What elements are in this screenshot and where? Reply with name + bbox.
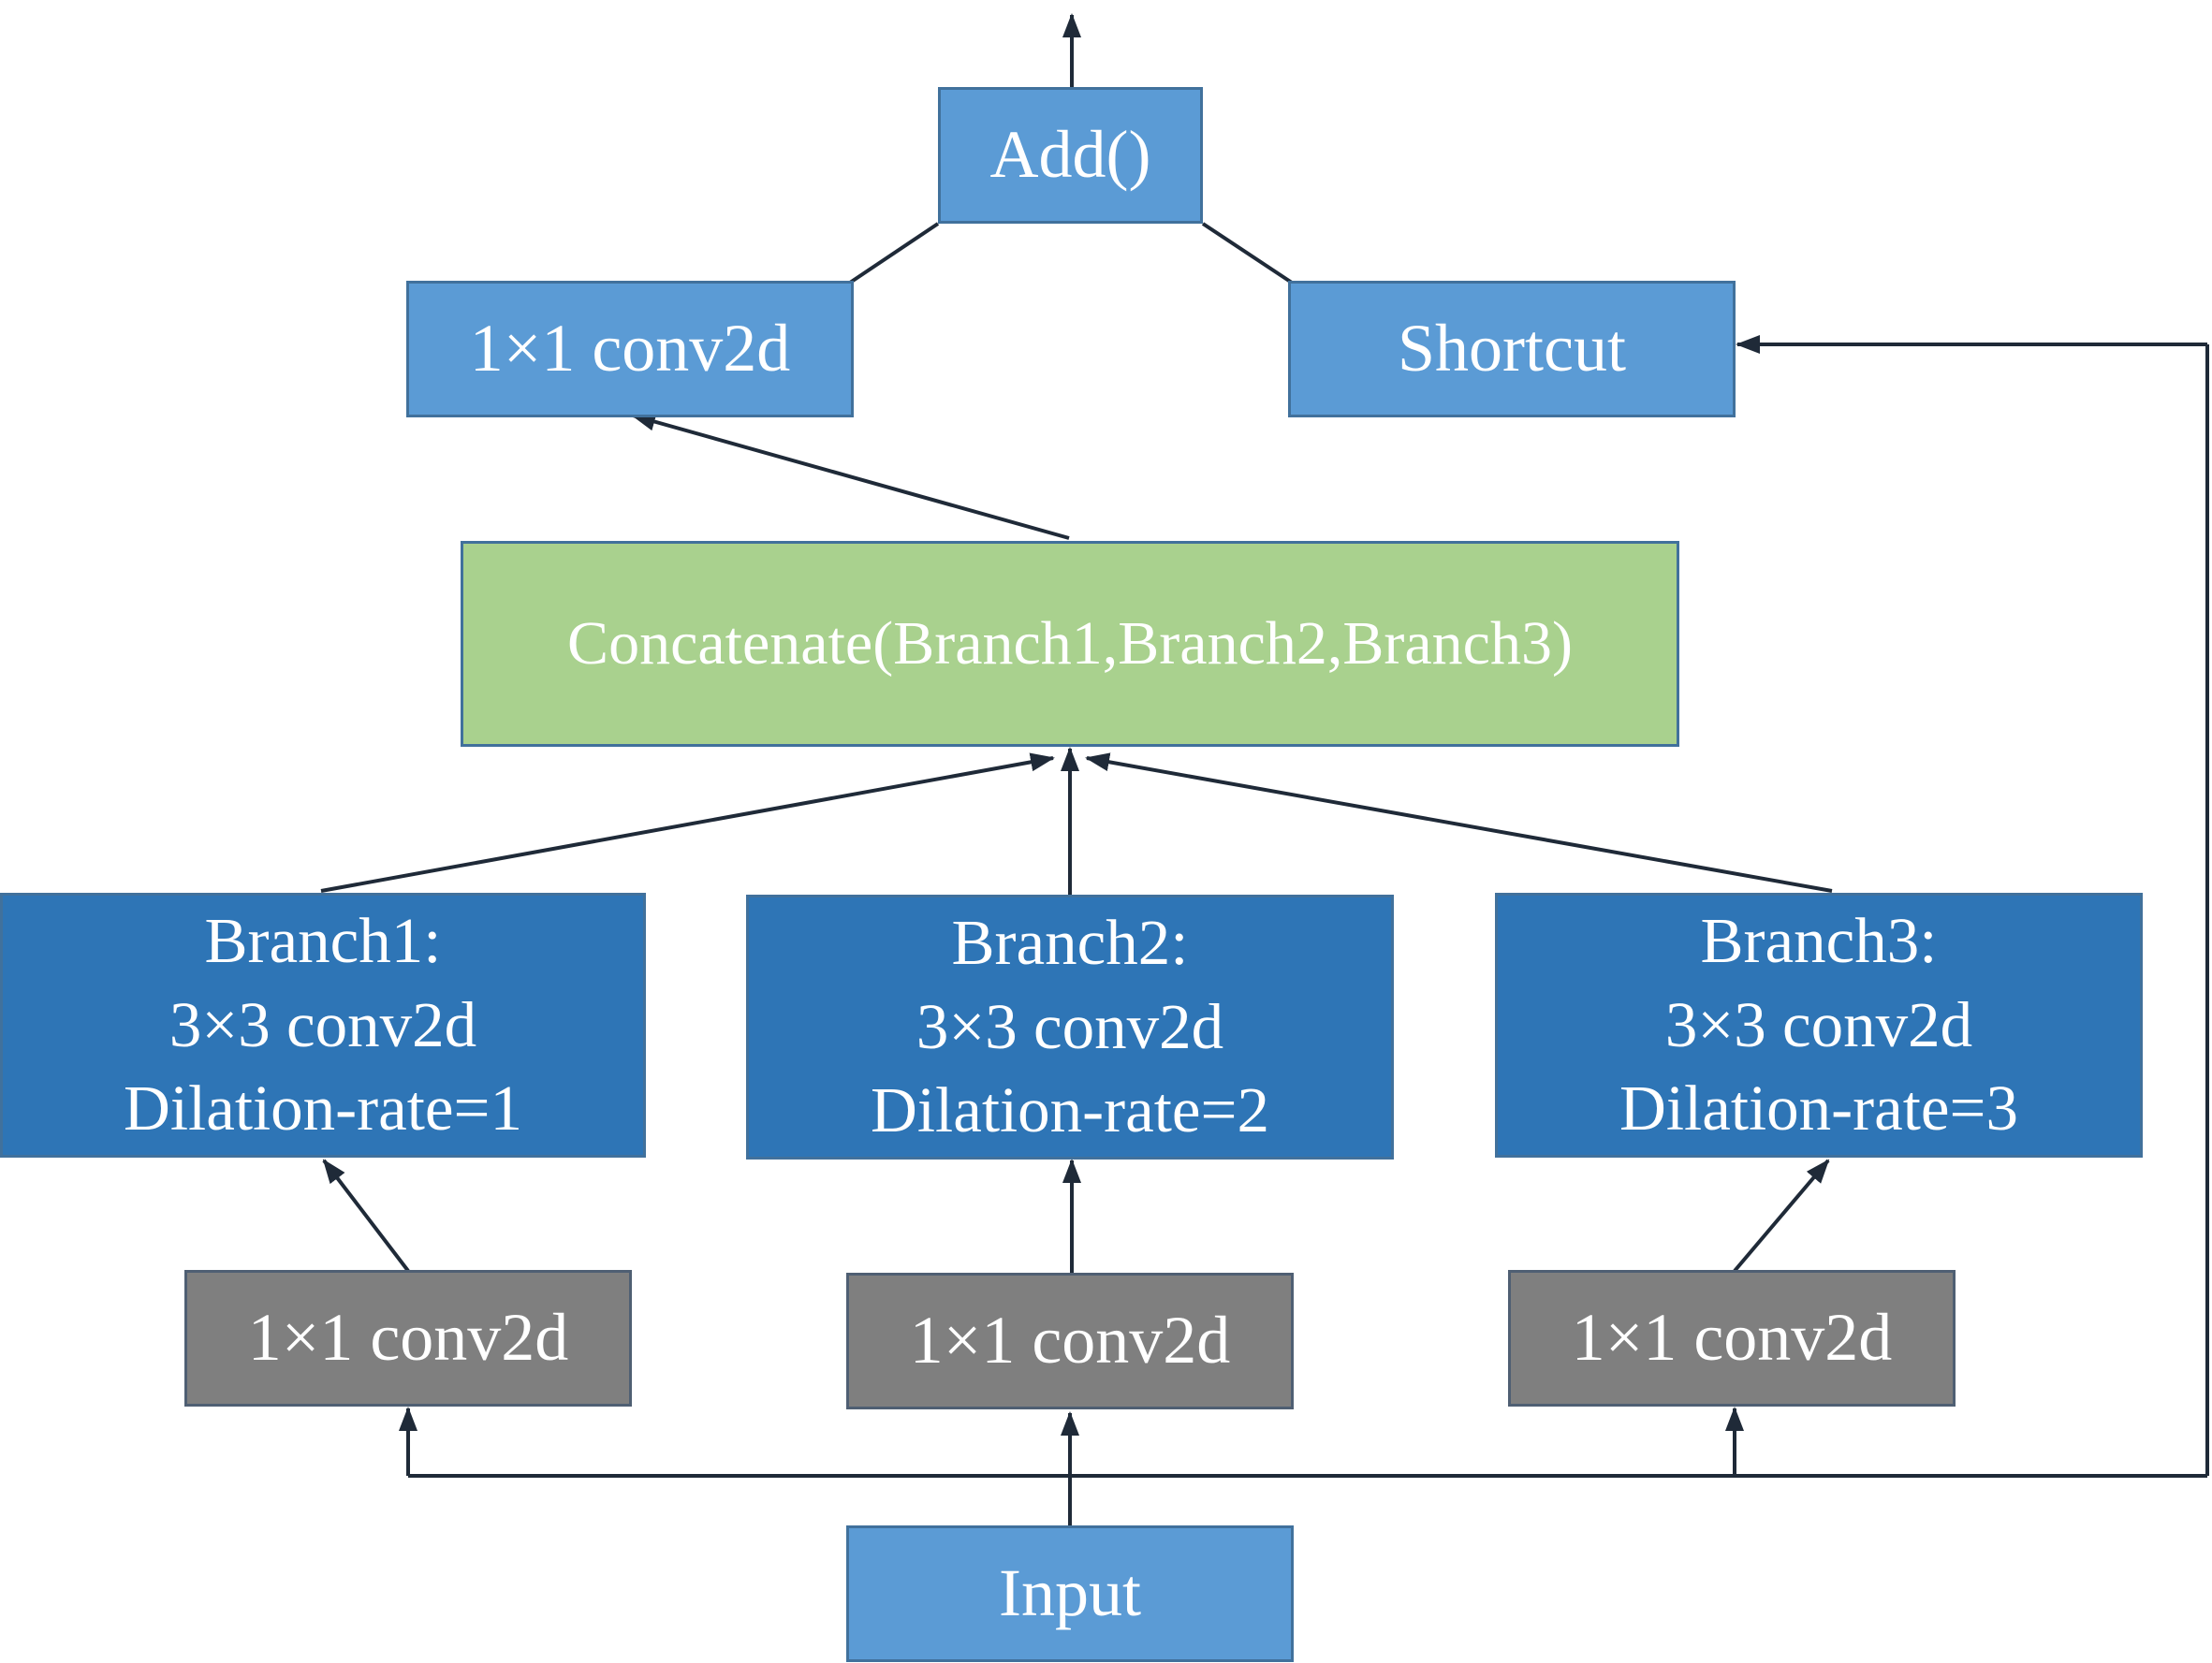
input-label: Input	[999, 1555, 1141, 1631]
add-node: Add()	[938, 87, 1203, 224]
conv-top-label: 1×1 conv2d	[469, 311, 791, 387]
shortcut-label: Shortcut	[1398, 311, 1626, 387]
branch1-title: Branch1:	[204, 904, 442, 976]
input-node: Input	[846, 1525, 1294, 1662]
arrow-branch3-concat	[1085, 752, 1833, 893]
branch2-conv: 3×3 conv2d	[916, 990, 1224, 1062]
branch1-node: Branch1: 3×3 conv2d Dilation-rate=1	[0, 893, 646, 1158]
shortcut-node: Shortcut	[1288, 281, 1736, 417]
branch3-conv: 3×3 conv2d	[1664, 988, 1973, 1060]
arrow-branch1-concat	[320, 752, 1055, 893]
line-add-conv	[848, 222, 940, 284]
branch3-title: Branch3:	[1700, 904, 1938, 976]
concatenate-node: Concatenate(Branch1,Branch2,Branch3)	[461, 541, 1679, 747]
conv-top-node: 1×1 conv2d	[406, 281, 854, 417]
branch2-dilation: Dilation-rate=2	[871, 1074, 1269, 1146]
arrow-concat-conv	[631, 412, 1070, 540]
conv1-node: 1×1 conv2d	[184, 1270, 632, 1407]
branch3-node: Branch3: 3×3 conv2d Dilation-rate=3	[1495, 893, 2143, 1158]
arrow-conv3-branch3	[1733, 1159, 1830, 1273]
branch3-dilation: Dilation-rate=3	[1619, 1072, 2018, 1145]
concatenate-label: Concatenate(Branch1,Branch2,Branch3)	[567, 608, 1573, 678]
add-label: Add()	[989, 117, 1151, 193]
conv2-label: 1×1 conv2d	[909, 1303, 1231, 1379]
conv3-label: 1×1 conv2d	[1571, 1300, 1893, 1376]
line-add-shortcut	[1201, 222, 1294, 284]
branch1-dilation: Dilation-rate=1	[124, 1072, 522, 1145]
branch2-node: Branch2: 3×3 conv2d Dilation-rate=2	[746, 895, 1394, 1160]
arrow-conv1-branch1	[322, 1159, 410, 1273]
conv2-node: 1×1 conv2d	[846, 1273, 1294, 1409]
conv1-label: 1×1 conv2d	[247, 1300, 569, 1376]
branch1-conv: 3×3 conv2d	[168, 988, 477, 1060]
conv3-node: 1×1 conv2d	[1508, 1270, 1956, 1407]
branch2-title: Branch2:	[951, 906, 1189, 978]
